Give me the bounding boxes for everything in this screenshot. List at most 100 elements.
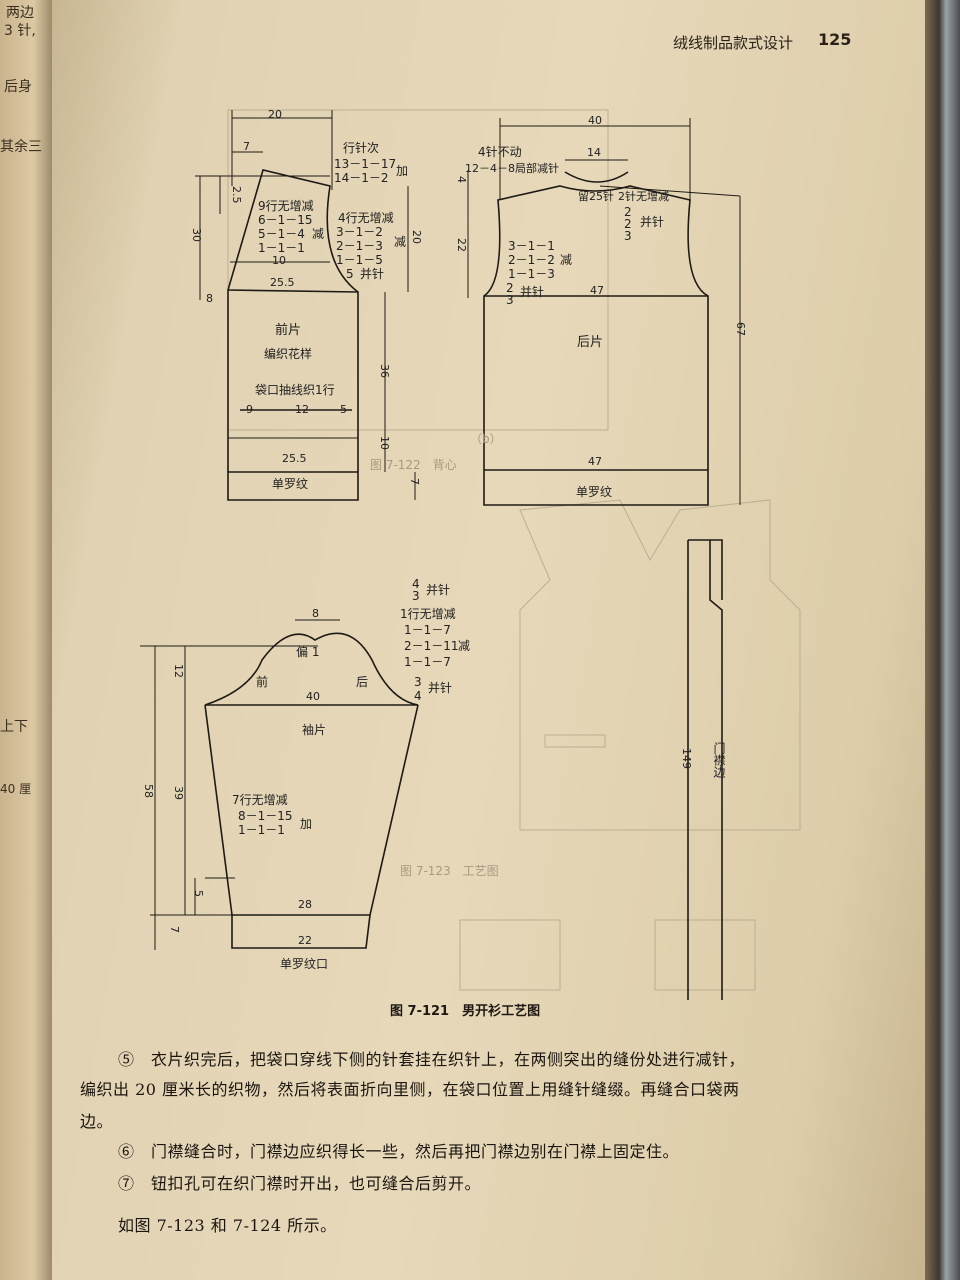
back-dim-bottom: 47: [588, 455, 602, 468]
page-number: 125: [818, 30, 852, 49]
pocket-12: 12: [295, 403, 309, 416]
running-header: 绒线制品款式设计: [673, 34, 794, 52]
body-paragraph: 如图 7-123 和 7-124 所示。: [118, 1216, 337, 1235]
left-fragment: 后身: [4, 79, 32, 95]
cap-top: 4: [412, 577, 420, 591]
neck-dec: 减: [312, 227, 325, 241]
front-dim-36: 36: [378, 364, 391, 378]
placket-strip: [687, 539, 723, 1000]
front-dim-25-5: 25.5: [270, 276, 295, 289]
row-rule: 13－1－17: [334, 157, 397, 171]
sleeve-dim-12: 12: [172, 664, 185, 678]
figure-caption: 图 7-121 男开衫工艺图: [390, 1004, 541, 1019]
back-bind: 3: [506, 293, 514, 307]
neck-rule: 5－1－4: [258, 227, 305, 241]
bind-off: 并针: [360, 267, 385, 281]
row-rule: 14－1－2: [334, 171, 389, 185]
sleeve-dim-8: 8: [312, 607, 319, 620]
back-dim-22: 22: [455, 238, 468, 252]
back-arm-rule: 2－1－2: [508, 253, 555, 267]
front-title: 前片: [275, 323, 302, 338]
arm-rule: 2－1－3: [336, 239, 383, 253]
back-rule-right: 2: [624, 217, 632, 231]
cap-rule: 1－1－7: [404, 655, 451, 669]
back-dim-neck: 14: [587, 146, 601, 159]
back-arm-rule: 3－1－1: [508, 239, 555, 253]
back-note: 4针不动: [478, 145, 522, 159]
arm-rule: 3－1－2: [336, 225, 383, 239]
neck-rule: 6－1－15: [258, 213, 313, 227]
sleeve-dim-40: 40: [306, 690, 320, 703]
cap-rule: 2－1－11: [404, 639, 459, 653]
sleeve-inc-rule: 8－1－15: [238, 809, 293, 823]
back-note: 2针无增减: [618, 190, 669, 203]
sleeve-offset: 偏 1: [296, 645, 320, 659]
back-rib: 单罗纹: [576, 485, 613, 499]
front-dim-top-inner: 7: [243, 140, 250, 153]
cap-rule: 1－1－7: [404, 623, 451, 637]
back-dim-47: 47: [590, 284, 604, 297]
placket-label: 门襟边: [712, 742, 726, 778]
front-panel: [227, 169, 359, 501]
arm-rule: 4行无增减: [338, 211, 394, 225]
sleeve-dim-58: 58: [142, 784, 155, 798]
cap-bind: 并针: [426, 583, 451, 597]
front-dim-2-5: 2.5: [230, 186, 243, 204]
back-arm-rule: 1－1－3: [508, 267, 555, 281]
row-add: 加: [396, 164, 409, 178]
left-page-edge: 两边 3 针, 后身 其余三 上下 40 厘: [0, 0, 56, 1280]
front-dim-30: 30: [190, 228, 203, 242]
right-background: [925, 0, 960, 1280]
ghost-text: 图 7-122 背心: [370, 458, 457, 472]
back-note: 留25针: [578, 190, 614, 203]
front-dim-rib: 7: [408, 478, 421, 485]
arm-dec: 减: [394, 235, 407, 249]
row-header: 行针次: [343, 141, 380, 155]
neck-rule: 9行无增减: [258, 199, 314, 213]
placket-length: 149: [680, 748, 693, 769]
back-bind-label: 并针: [520, 285, 545, 299]
sleeve-title: 袖片: [302, 723, 327, 737]
cap-bind-2: 并针: [428, 681, 453, 695]
book-page: [52, 0, 932, 1280]
front-dim-8: 8: [206, 292, 213, 305]
bind-5: 5: [346, 267, 354, 281]
back-panel: [483, 171, 709, 506]
sleeve-panel: [204, 632, 419, 949]
body-paragraph: ⑦ 钮扣孔可在织门襟时开出，也可缝合后剪开。: [118, 1174, 482, 1193]
front-dim-armhole: 20: [410, 230, 423, 244]
left-fragment: 40 厘: [0, 782, 32, 796]
body-paragraph: ⑥ 门襟缝合时，门襟边应织得长一些，然后再把门襟边别在门襟上固定住。: [118, 1142, 680, 1161]
front-dim-bottom: 25.5: [282, 452, 307, 465]
body-paragraph: ⑤ 衣片织完后，把袋口穿线下侧的针套挂在织针上，在两侧突出的缝份处进行减针，: [118, 1050, 746, 1069]
back-title: 后片: [577, 335, 604, 350]
cap-rule: 1行无增减: [400, 607, 456, 621]
sleeve-front: 前: [256, 675, 269, 689]
sleeve-dimension-lines: [140, 619, 340, 950]
pocket-note: 袋口抽线织1行: [255, 383, 335, 397]
sleeve-inc-label: 加: [300, 817, 313, 831]
sleeve-back: 后: [356, 675, 369, 689]
back-rule-label: 并针: [640, 215, 665, 229]
ghost-text: 图 7-123 工艺图: [400, 864, 499, 878]
back-arm-dec: 减: [560, 253, 573, 267]
back-bind: 2: [506, 281, 514, 295]
cap-bottom: 4: [414, 689, 422, 703]
sleeve-dim-39: 39: [172, 786, 185, 800]
neck-rule: 1－1－1: [258, 241, 305, 255]
pocket-9: 9: [246, 403, 253, 416]
left-fragment: 两边: [6, 5, 34, 21]
left-fragment: 3 针,: [4, 23, 36, 39]
body-paragraph: 边。: [80, 1112, 114, 1131]
cap-bottom: 3: [414, 675, 422, 689]
sleeve-rib: 单罗纹口: [280, 957, 329, 971]
front-dimension-lines: [195, 110, 416, 500]
back-dim-67: 67: [734, 322, 747, 336]
back-dim-top: 40: [588, 114, 602, 127]
sleeve-dim-7: 7: [168, 926, 181, 933]
cap-top: 3: [412, 589, 420, 603]
back-dim-4: 4: [455, 176, 468, 183]
bleed-through-figures: [227, 109, 801, 991]
